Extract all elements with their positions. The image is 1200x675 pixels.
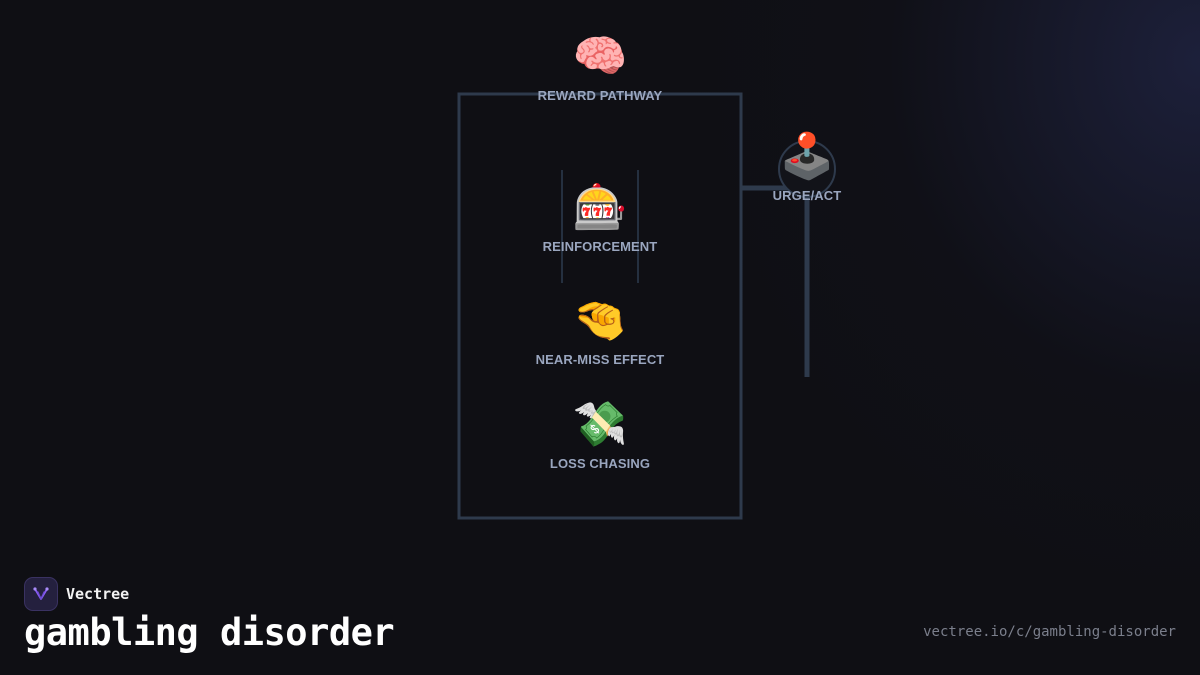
node-label: LOSS CHASING <box>549 456 651 471</box>
node-label: REWARD PATHWAY <box>537 88 663 103</box>
reward-pathway-frame <box>457 92 743 520</box>
node-loss-chasing: 💸 LOSS CHASING <box>500 400 700 471</box>
vectree-logo-icon <box>24 577 58 611</box>
page-url[interactable]: vectree.io/c/gambling-disorder <box>923 624 1176 640</box>
pinching-hand-icon: 🤏 <box>572 296 628 345</box>
node-near-miss-effect: 🤏 NEAR-MISS EFFECT <box>500 296 700 367</box>
money-with-wings-icon: 💸 <box>572 400 628 449</box>
brand: Vectree <box>24 577 129 611</box>
node-reinforcement: 🎰 REINFORCEMENT <box>500 183 700 254</box>
node-urge-act: 🕹️ URGE/ACT <box>707 132 907 203</box>
brain-icon: 🧠 <box>572 32 628 81</box>
slot-machine-icon: 🎰 <box>572 183 628 232</box>
node-label: REINFORCEMENT <box>542 239 658 254</box>
brand-name: Vectree <box>66 585 130 603</box>
node-reward-pathway: 🧠 REWARD PATHWAY <box>500 32 700 103</box>
page-title: gambling disorder <box>24 611 395 654</box>
joystick-icon: 🕹️ <box>779 132 835 181</box>
node-label: URGE/ACT <box>772 188 842 203</box>
urge-connector <box>741 185 810 377</box>
node-label: NEAR-MISS EFFECT <box>535 352 665 367</box>
urge-ring <box>778 140 836 198</box>
